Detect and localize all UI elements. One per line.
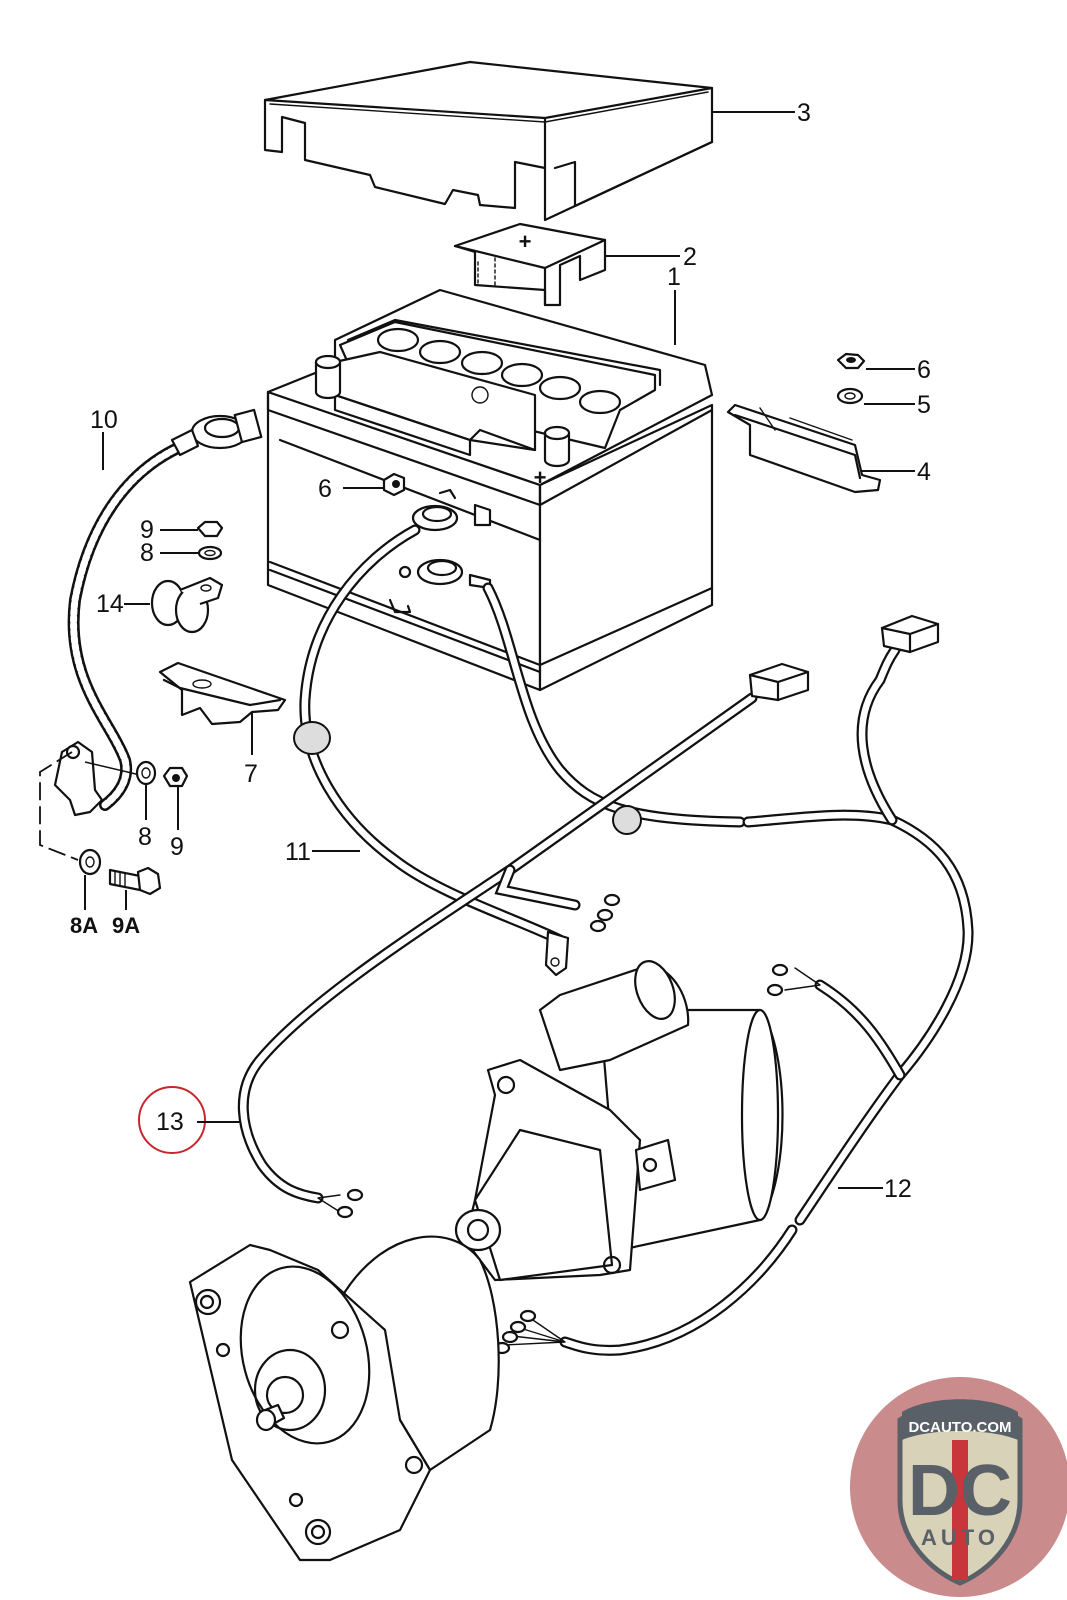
assembly-guide-line xyxy=(39,751,79,861)
vent-caps xyxy=(376,327,622,415)
callout-12: 12 xyxy=(838,1175,912,1203)
callout-label: 1 xyxy=(667,263,681,291)
callout-label: 6 xyxy=(917,356,931,384)
washer-8A[interactable] xyxy=(78,848,102,876)
callout-9A: 9A xyxy=(112,890,140,938)
callout-14: 14 xyxy=(96,590,150,618)
cover-plus-mark: + xyxy=(519,229,532,254)
hold-down-clamp[interactable] xyxy=(726,403,882,494)
bracket-7[interactable] xyxy=(158,661,287,726)
cable-clamp-14[interactable] xyxy=(150,576,224,634)
callout-label: 13 xyxy=(156,1108,184,1136)
bolt-9A[interactable] xyxy=(108,866,162,896)
logo-stripe xyxy=(952,1440,968,1580)
callout-8A: 8A xyxy=(70,875,98,938)
callout-label: 12 xyxy=(884,1175,912,1203)
callout-label: 3 xyxy=(797,99,811,127)
callout-6-battery: 6 xyxy=(318,475,384,503)
positive-post xyxy=(543,425,571,468)
washer-8-upper[interactable] xyxy=(197,545,223,561)
callout-6-right: 6 xyxy=(866,356,931,384)
washer-8-lower[interactable] xyxy=(135,760,157,786)
callout-7: 7 xyxy=(244,712,258,788)
nut-9-upper[interactable] xyxy=(196,520,224,538)
callout-label: 8 xyxy=(138,823,152,851)
callout-label: 9 xyxy=(140,516,154,544)
callout-label: 4 xyxy=(917,458,931,486)
logo-top-text: DCAUTO.COM xyxy=(908,1419,1011,1436)
callout-10: 10 xyxy=(90,406,118,470)
callout-4: 4 xyxy=(862,458,931,486)
assembly-guide-line-2 xyxy=(84,761,141,776)
alternator-harness-13[interactable] xyxy=(237,662,810,1219)
callout-label: 9 xyxy=(170,833,184,861)
positive-cable-11[interactable] xyxy=(293,524,570,977)
nut-6-right[interactable] xyxy=(836,352,866,370)
callout-label: 8A xyxy=(70,913,98,938)
negative-post xyxy=(314,354,342,400)
callout-9-lower: 9 xyxy=(170,787,184,861)
callout-8-lower: 8 xyxy=(138,785,152,851)
logo-sub-text: AUTO xyxy=(921,1525,999,1550)
dcauto-logo: DCAUTO.COM DC AUTO xyxy=(850,1377,1067,1597)
callout-13[interactable]: 13 xyxy=(138,1086,240,1154)
battery-cover[interactable] xyxy=(263,60,714,222)
callout-label: 11 xyxy=(285,838,311,866)
callout-13-highlight-circle xyxy=(138,1086,206,1154)
negative-clamp xyxy=(398,558,492,590)
ground-strap[interactable] xyxy=(53,408,263,817)
callout-label: 2 xyxy=(683,243,697,271)
callout-label: 8 xyxy=(140,539,154,567)
nut-on-battery xyxy=(382,472,406,497)
starter-motor[interactable] xyxy=(454,956,784,1282)
callout-label: 5 xyxy=(917,391,931,419)
battery-plus-mark: + xyxy=(534,465,547,490)
callout-label: 6 xyxy=(318,475,332,503)
callout-label: 9A xyxy=(112,913,140,938)
positive-clamp xyxy=(411,488,492,532)
callout-9-upper: 9 xyxy=(140,516,198,544)
callout-3: 3 xyxy=(712,99,811,127)
callout-8-upper: 8 xyxy=(140,539,198,567)
callout-label: 7 xyxy=(244,760,258,788)
callout-2: 2 xyxy=(605,243,697,271)
callout-label: 10 xyxy=(90,406,118,434)
callout-11: 11 xyxy=(285,838,360,866)
battery[interactable]: + xyxy=(266,288,714,692)
logo-banner xyxy=(902,1399,1018,1440)
washer-5[interactable] xyxy=(836,387,864,405)
alternator[interactable] xyxy=(188,1235,500,1562)
nut-9-lower[interactable] xyxy=(162,766,189,788)
callout-label: 14 xyxy=(96,590,124,618)
callout-5: 5 xyxy=(864,391,931,419)
terminal-cover[interactable]: + xyxy=(453,222,607,307)
wiring-harness-12[interactable] xyxy=(493,614,974,1356)
callout-1: 1 xyxy=(667,263,681,345)
logo-main-text: DC xyxy=(908,1451,1012,1531)
negative-cable[interactable] xyxy=(482,582,746,835)
